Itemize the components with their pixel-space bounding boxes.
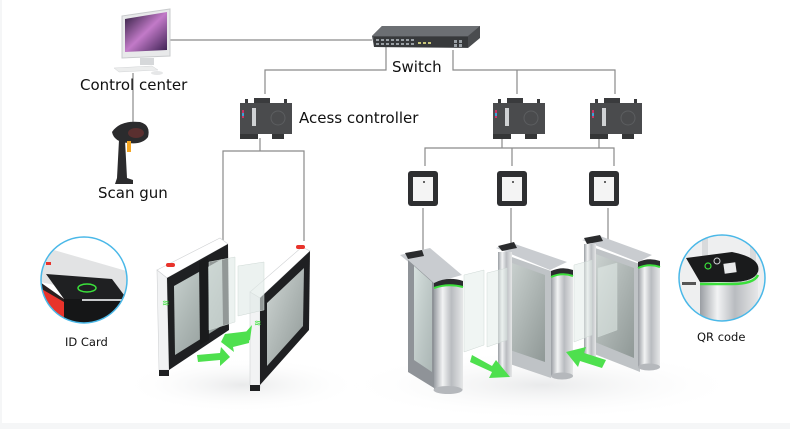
svg-text:≋: ≋ [162, 299, 170, 309]
swing-gate-icon [582, 235, 661, 372]
control-center-label: Control center [80, 76, 188, 94]
arrow-entry-icon [566, 347, 606, 368]
edge-switch-left-controller [264, 47, 387, 94]
access-controller-icon [493, 98, 545, 139]
qr-reader-icon [497, 171, 527, 206]
qr-code-label: QR code [697, 330, 746, 344]
access-controller-label: Acess controller [299, 109, 419, 127]
glass-flaps [463, 259, 618, 353]
arrow-entry-icon [197, 325, 252, 366]
id-card-callout [40, 236, 128, 324]
qr-reader-icon [589, 171, 619, 206]
swing-gate-icon [496, 242, 574, 380]
access-controller-icon [590, 98, 642, 139]
edge-controllers-readers [424, 138, 615, 166]
desktop-computer-icon [113, 8, 171, 75]
swing-gate-icon [400, 248, 464, 394]
access-controller-icon [240, 98, 292, 139]
connection-lines [132, 39, 616, 252]
qr-code-callout [678, 234, 766, 322]
arrow-exit-icon [470, 355, 510, 378]
id-card-label: ID Card [65, 335, 108, 349]
scan-gun-label: Scan gun [98, 184, 168, 202]
barcode-scanner-icon [112, 121, 149, 184]
edge-switch-right-controllers [452, 50, 616, 94]
edge-left-controller-gates [222, 138, 305, 243]
switch-label: Switch [392, 58, 442, 76]
network-switch-icon [372, 26, 480, 48]
glass-flaps [208, 256, 265, 331]
svg-text:≋: ≋ [254, 319, 262, 329]
qr-reader-icon [408, 171, 438, 206]
